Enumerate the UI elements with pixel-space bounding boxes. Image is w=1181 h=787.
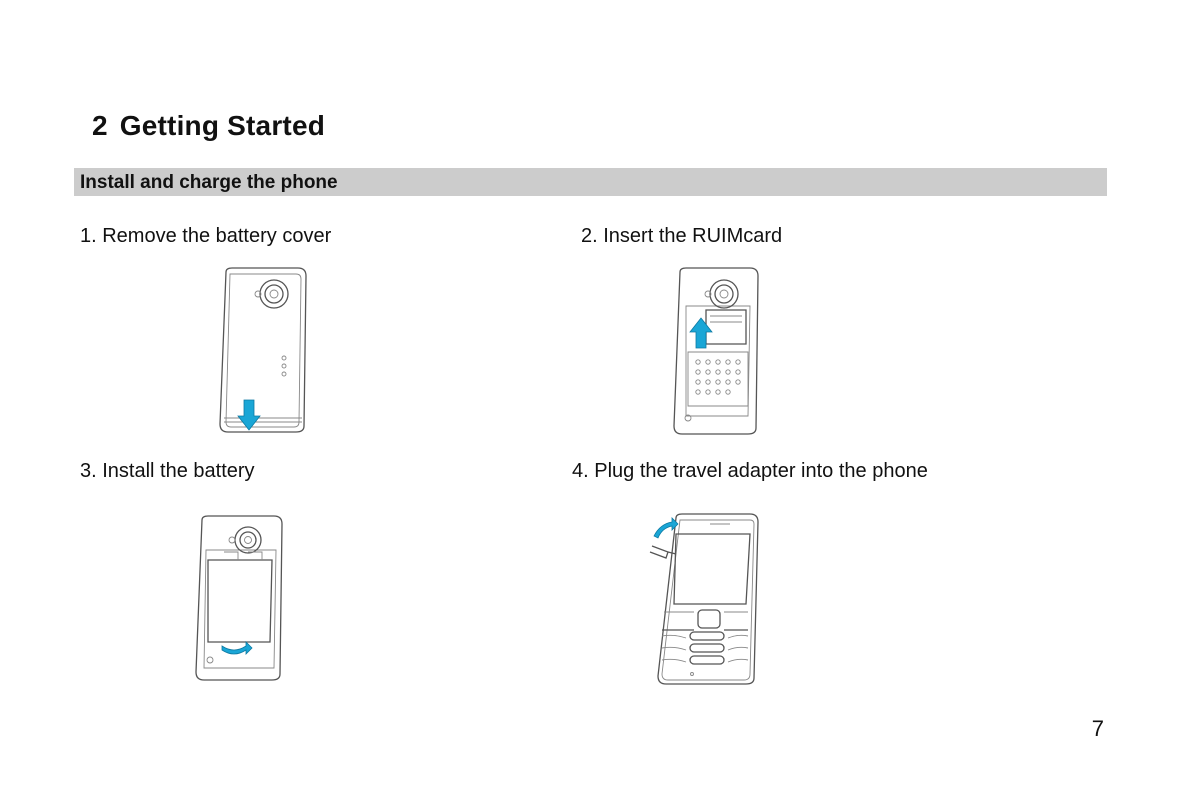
page-number: 7: [1091, 716, 1104, 741]
chapter-number: 2: [92, 110, 108, 141]
down-arrow-icon: [237, 399, 261, 431]
step-1-label: 1. Remove the battery cover: [80, 225, 332, 247]
curved-arrow-icon: [221, 641, 253, 655]
plug-travel-adapter-illustration: [649, 513, 759, 685]
chapter-title-text: Getting Started: [119, 110, 326, 141]
section-header-bar: Install and charge the phone: [74, 168, 1107, 196]
insert-ruim-card-illustration: [673, 267, 759, 435]
install-battery-illustration: [195, 515, 283, 681]
chapter-title: 2 Getting Started: [92, 110, 325, 142]
rotate-arrow-icon: [653, 517, 679, 539]
step-2-label: 2. Insert the RUIMcard: [581, 225, 783, 247]
remove-battery-cover-illustration: [219, 267, 307, 433]
step-3-label: 3. Install the battery: [80, 460, 255, 482]
section-title: Install and charge the phone: [80, 172, 338, 193]
step-4-label: 4. Plug the travel adapter into the phon…: [572, 460, 928, 482]
up-arrow-icon: [689, 317, 713, 349]
